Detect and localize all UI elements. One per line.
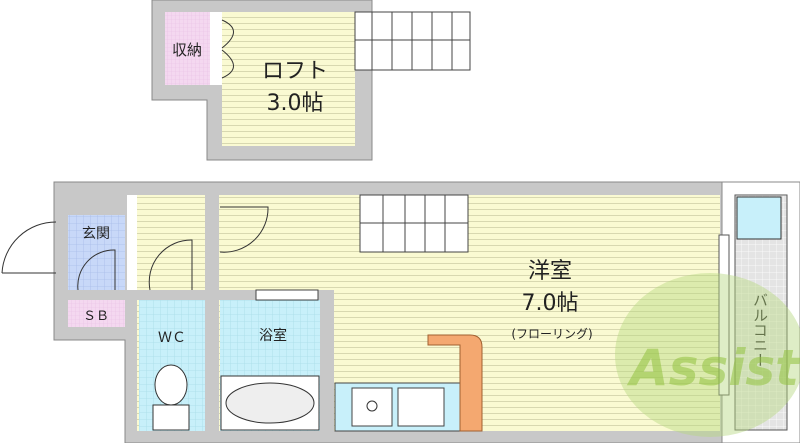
assist-watermark-logo: Assist	[615, 273, 800, 437]
water-heater-icon	[255, 289, 319, 301]
balcony-label: バルコニー	[751, 293, 769, 368]
bath-label: 浴室	[259, 327, 287, 344]
flooring-label: (フローリング)	[511, 327, 592, 341]
svg-text:Assist: Assist	[626, 339, 800, 397]
front-door-icon	[1, 221, 57, 274]
loft-size: 3.0帖	[267, 91, 324, 116]
western-room-label: 洋室	[528, 259, 572, 284]
room-stairs-icon	[359, 194, 469, 253]
counter-icon	[427, 334, 483, 432]
shoe-box-label: ＳＢ	[83, 309, 109, 324]
western-room-size: 7.0帖	[522, 291, 579, 316]
loft-area: 収納 ロフト 3.0帖	[151, 0, 471, 161]
closet-door-icon	[221, 19, 234, 79]
entrance-door-icon	[77, 249, 116, 291]
toilet-label: ＷＣ	[158, 330, 186, 346]
storage-closet	[165, 12, 210, 85]
stove-icon	[366, 400, 378, 412]
door-icons	[1, 206, 269, 291]
loft-label: ロフト	[262, 59, 328, 84]
hall-door-icon	[219, 206, 269, 253]
ac-unit-icon	[736, 196, 782, 240]
loft-stairs-icon	[354, 11, 471, 71]
storage-label: 収納	[172, 41, 202, 59]
shoe-box	[68, 300, 125, 327]
toilet-door-icon	[148, 239, 193, 291]
loft-floor	[222, 12, 355, 146]
sliding-window	[718, 234, 730, 396]
main-unit: バルコニー 玄関 ＳＢ ＷＣ 浴室 洋室 7.0帖 (フローリング)	[1, 181, 800, 443]
entrance-label: 玄関	[82, 225, 110, 242]
sink-icon	[397, 387, 445, 427]
toilet-icon	[154, 364, 188, 406]
